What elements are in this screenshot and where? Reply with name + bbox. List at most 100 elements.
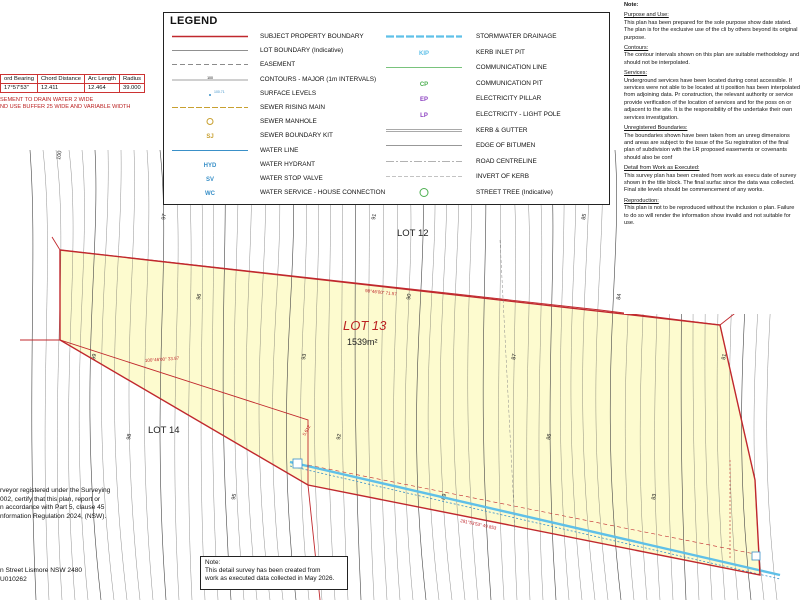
note-heading: Detail from Work as Executed: (624, 165, 700, 172)
legend-item-label: SUBJECT PROPERTY BOUNDARY (260, 33, 364, 40)
lot-boundary-lot-14 (20, 339, 321, 600)
lot-boundary-internal (499, 239, 516, 531)
svg-text:100: 100 (207, 76, 213, 80)
thin-line-icon (172, 50, 248, 51)
legend-item-label: EASEMENT (260, 61, 296, 69)
kerb-inlet-pit-icon-2[interactable] (751, 551, 761, 561)
boundary-line-red-icon (172, 35, 248, 38)
legend-item-label: ROAD CENTRELINE (476, 157, 537, 165)
legend-item-label: WATER LINE (260, 146, 299, 154)
survey-note-box: Note: This detail survey has been create… (200, 556, 348, 590)
contour-label: 93 (301, 353, 308, 360)
note-text: The boundaries shown have been taken fro… (624, 132, 790, 161)
svg-text:CP: CP (420, 82, 428, 88)
note-text: The contour intervals shown on this plan… (624, 52, 800, 66)
svg-text:100.71: 100.71 (214, 90, 225, 94)
contour-label: 92 (336, 433, 343, 440)
cert-line: rveyor registered under the Surveying (0, 487, 111, 494)
note-heading: Purpose and Use: (624, 12, 669, 19)
contour-label: 85 (581, 213, 588, 220)
contour-label: 87 (511, 353, 518, 360)
contour-label: 97 (161, 213, 168, 220)
dashed-line-icon (172, 64, 248, 66)
stormwater-drain-line (289, 460, 781, 577)
cert-line: 002, certify that this plan, report or (0, 495, 101, 503)
legend-item-label: WATER STOP VALVE (260, 175, 323, 182)
curve-val-chord: 12.411 (36, 83, 85, 93)
contour-line (68, 149, 76, 600)
contour-line (29, 149, 37, 600)
stormwater-line-icon (386, 35, 462, 38)
spot-level-icon: 100.71 (209, 90, 225, 96)
legend-item-label: SEWER MANHOLE (260, 118, 317, 126)
legend-item-label: WATER SERVICE - HOUSE CONNECTION (260, 189, 386, 197)
water-service-icon: WC (205, 191, 216, 197)
centreline-icon (386, 160, 462, 162)
sewer-kit-icon: SJ (206, 134, 213, 140)
contour-label: 96 (196, 293, 203, 300)
kerb-pit-icon: KIP (419, 51, 429, 57)
lot-12-label: LOT 12 (397, 228, 429, 239)
legend-item-label: COMMUNICATION PIT (476, 79, 543, 87)
lot-13-area: 1539m² (347, 337, 378, 347)
contour-label: 83 (651, 493, 658, 500)
kerb-inlet-pit-icon[interactable] (292, 458, 303, 469)
contour-label: 98 (126, 433, 133, 440)
legend-item-label: WATER HYDRANT (260, 160, 316, 168)
legend-item-label: KERB INLET PIT (476, 48, 525, 56)
curve-val-radius: 39.000 (118, 83, 146, 93)
manhole-icon (206, 118, 214, 126)
curve-col-radius: Radius (118, 74, 146, 84)
notes-panel: Note: Purpose and Use:This plan has been… (624, 2, 800, 314)
legend-item-label: LOT BOUNDARY (Indicative) (260, 47, 344, 55)
notes-title: Note: (624, 2, 639, 8)
contour-line (55, 149, 63, 600)
svg-text:EP: EP (420, 97, 428, 103)
legend-item-label: EDGE OF BITUMEN (476, 142, 536, 150)
curve-table: ord Bearing Chord Distance Arc Length Ra… (0, 74, 146, 93)
legend-item-label: ELECTRICITY - LIGHT POLE (476, 111, 561, 118)
light-pole-icon: LP (420, 113, 428, 119)
legend-item-label: INVERT OF KERB (476, 173, 530, 181)
note-text: This survey plan has been created from w… (624, 172, 797, 194)
kerb-line-icon (386, 128, 462, 132)
tree-icon (419, 188, 429, 197)
valve-icon: SV (206, 177, 214, 183)
legend-item-label: CONTOURS - MAJOR (1m INTERVALS) (260, 75, 377, 83)
lot-14-label: LOT 14 (148, 425, 180, 436)
comm-pit-icon: CP (420, 82, 428, 88)
curve-val-arc: 12.464 (83, 83, 120, 93)
contour-line-icon: 100 (172, 76, 248, 80)
easement-note: SEMENT TO DRAIN WATER 2 WIDE ND USE BUFF… (0, 97, 130, 111)
hydrant-icon: HYD (204, 163, 217, 169)
contour-label: 100 (56, 150, 64, 160)
svg-text:KIP: KIP (419, 51, 429, 57)
note-heading: Contours: (624, 45, 649, 52)
survey-note-title: Note: (205, 559, 221, 566)
contour-label: 90 (406, 293, 413, 300)
sewer-main-line-icon (172, 107, 248, 108)
easement-note-line: ND USE BUFFER 25 WIDE AND VARIABLE WIDTH (0, 104, 131, 110)
address-line: U010262 (0, 575, 27, 583)
lot-13-parcel[interactable] (60, 250, 760, 575)
legend-item-label: STORMWATER DRAINAGE (476, 33, 557, 40)
legend-item-label: ELECTRICITY PILLAR (476, 95, 542, 103)
note-heading: Unregistered Boundaries: (624, 125, 688, 132)
contour-label: 86 (546, 433, 553, 440)
lot-13-label: LOT 13 (343, 318, 387, 333)
note-heading: Reproduction: (624, 197, 659, 204)
note-text: This plan has been prepared for the sole… (624, 19, 798, 41)
address-block: n Street Lismore NSW 2480 U010262 (0, 567, 150, 584)
address-line: n Street Lismore NSW 2480 (0, 567, 83, 574)
legend-item-label: SURFACE LEVELS (260, 89, 317, 97)
survey-note-line: This detail survey has been created from (205, 567, 321, 574)
comm-line-icon (386, 67, 462, 69)
contour-line (144, 149, 154, 600)
legend-item-label: SEWER BOUNDARY KIT (260, 132, 333, 140)
svg-text:WC: WC (205, 191, 216, 197)
svg-text:SV: SV (206, 177, 214, 183)
svg-text:SJ: SJ (206, 134, 213, 140)
bearing-southwest: 100°46'00" 33.97 (145, 356, 180, 363)
cert-line: n accordance with Part 5, clause 45 (0, 504, 105, 512)
